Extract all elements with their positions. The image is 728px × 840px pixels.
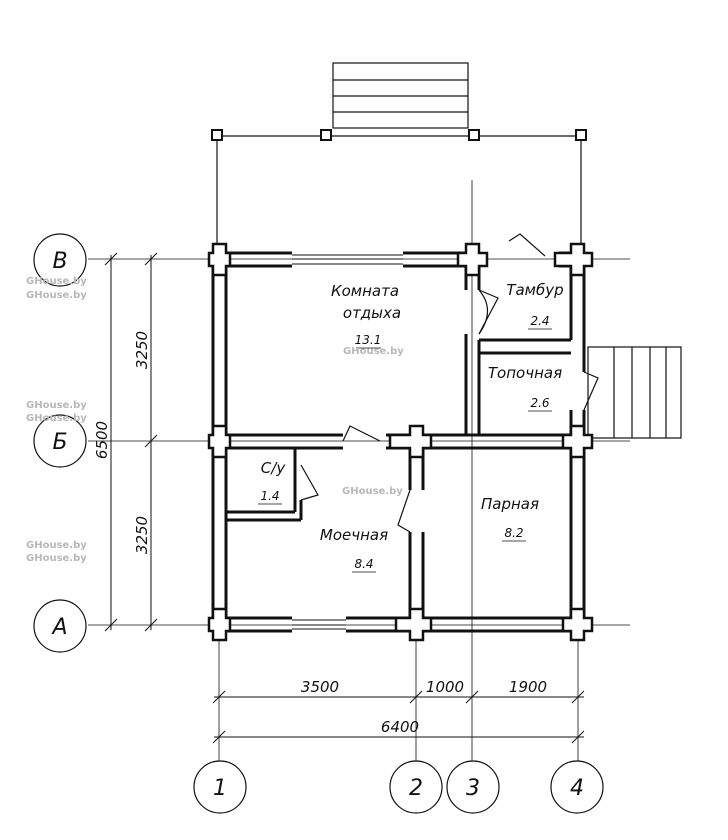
watermark: GHouse.by — [26, 290, 87, 301]
room-furnace-name: Топочная — [488, 364, 562, 382]
room-washing-area: 8.4 — [354, 557, 373, 571]
room-wc-area: 1.4 — [260, 489, 279, 503]
watermark: GHouse.by — [342, 486, 403, 497]
dim-horizontal-a: 3500 — [301, 678, 339, 696]
dim-horizontal-b: 1000 — [426, 678, 464, 696]
dim-horizontal-c: 1900 — [509, 678, 547, 696]
porch — [216, 62, 582, 246]
axis-row-b: Б — [52, 430, 67, 455]
dimension-lines — [104, 252, 585, 744]
doors — [300, 233, 599, 533]
room-rest-name-2: отдыха — [343, 304, 401, 322]
axis-col-3: 3 — [466, 776, 480, 801]
watermark: GHouse.by — [26, 276, 87, 287]
room-wc-name: С/у — [261, 459, 287, 477]
dim-vertical-upper: 3250 — [133, 331, 151, 369]
watermark: GHouse.by — [26, 540, 87, 551]
porch-posts — [211, 129, 587, 141]
room-washing-name: Моечная — [320, 526, 388, 544]
dim-vertical-lower: 3250 — [133, 516, 151, 554]
room-rest-area: 13.1 — [355, 333, 382, 347]
dim-vertical-total: 6500 — [93, 421, 111, 459]
watermark: GHouse.by — [26, 400, 87, 411]
room-steam-name: Парная — [481, 495, 539, 513]
axis-row-a: А — [50, 615, 67, 640]
watermark: GHouse.by — [26, 553, 87, 564]
room-rest-name-1: Комната — [331, 282, 399, 300]
room-steam-area: 8.2 — [504, 526, 523, 540]
room-furnace-area: 2.6 — [530, 396, 549, 410]
room-vestibule-name: Тамбур — [506, 281, 563, 299]
room-vestibule-area: 2.4 — [530, 314, 549, 328]
axis-col-4: 4 — [570, 776, 584, 801]
side-steps — [587, 346, 682, 439]
watermark: GHouse.by — [343, 346, 404, 357]
windows — [292, 254, 403, 630]
watermark: GHouse.by — [26, 413, 87, 424]
axis-lines — [88, 180, 630, 765]
axis-markers — [33, 233, 604, 814]
axis-col-2: 2 — [409, 776, 423, 801]
axis-col-1: 1 — [213, 776, 227, 801]
log-crosses — [207, 242, 594, 642]
dim-horizontal-total: 6400 — [381, 718, 419, 736]
axis-row-v: В — [52, 249, 67, 274]
